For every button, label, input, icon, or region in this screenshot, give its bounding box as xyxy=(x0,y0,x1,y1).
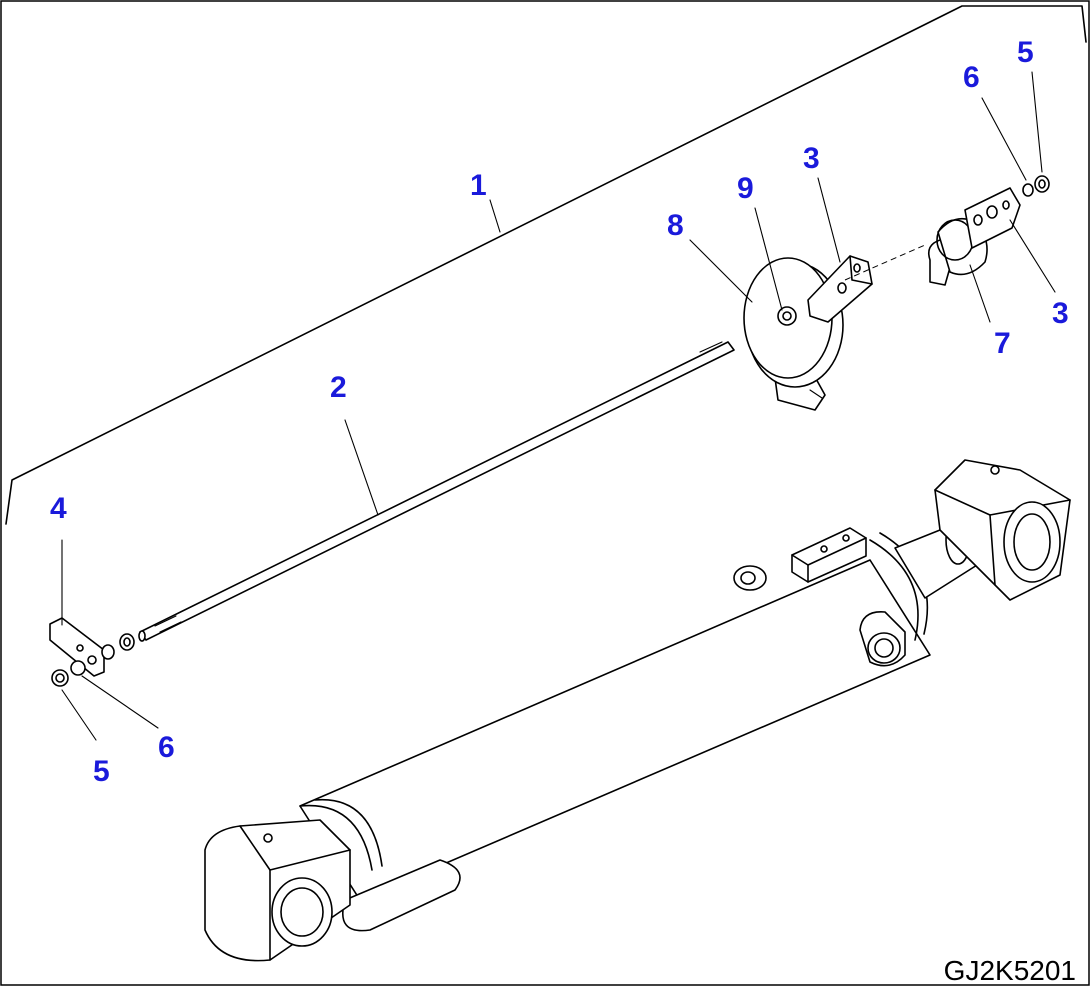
callout-6a: 6 xyxy=(158,731,175,764)
cup-assembly xyxy=(927,175,1050,286)
drawing-code: GJ2K5201 xyxy=(944,955,1076,986)
assembly-bracket xyxy=(5,5,1087,525)
callout-3b: 3 xyxy=(1052,297,1069,330)
leader-lines xyxy=(61,71,1056,741)
callout-2: 2 xyxy=(330,371,347,404)
callout-4: 4 xyxy=(50,492,67,525)
callout-5b: 5 xyxy=(1017,36,1034,69)
callout-8: 8 xyxy=(667,209,684,242)
disc-assembly xyxy=(743,255,873,411)
callout-7: 7 xyxy=(994,327,1011,360)
callout-5a: 5 xyxy=(93,755,110,788)
left-bracket-assembly xyxy=(49,617,135,687)
callout-3a: 3 xyxy=(803,142,820,175)
callouts: 1 2 3 3 4 5 5 6 6 7 8 9 xyxy=(50,36,1069,788)
callout-6b: 6 xyxy=(963,61,980,94)
sensor-rod xyxy=(138,341,735,642)
hydraulic-cylinder xyxy=(204,459,1071,962)
callout-1: 1 xyxy=(470,169,487,202)
callout-9: 9 xyxy=(737,172,754,205)
alignment-line xyxy=(844,244,926,281)
